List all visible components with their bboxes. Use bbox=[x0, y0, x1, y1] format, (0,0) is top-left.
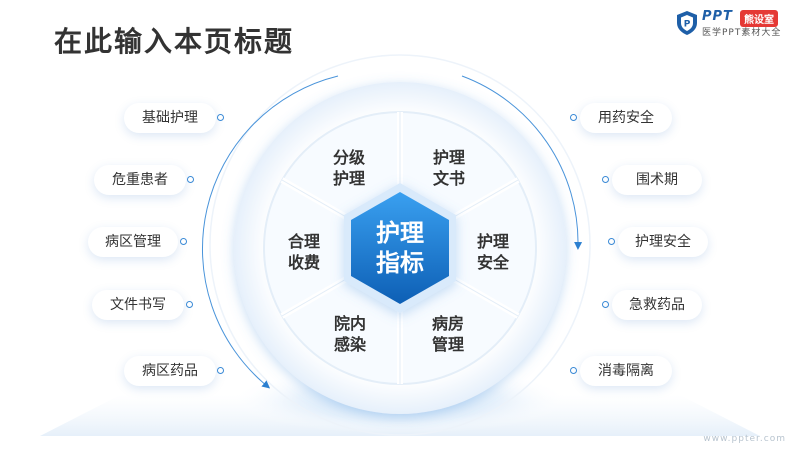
page-title: 在此输入本页标题 bbox=[54, 25, 295, 58]
right-item-huli-anquan: 护理安全 bbox=[618, 227, 708, 257]
connector-dot bbox=[570, 367, 577, 374]
center-hexagon bbox=[351, 192, 449, 304]
left-item-weizhong-huanzhe: 危重患者 bbox=[94, 165, 186, 195]
segment-label-line2: 感染 bbox=[333, 335, 366, 354]
connector-dot bbox=[186, 301, 193, 308]
segment-label-line1: 院内 bbox=[333, 314, 366, 333]
left-item-bingqu-yaopin: 病区药品 bbox=[124, 356, 216, 386]
logo-badge: 熊设室 bbox=[740, 10, 778, 27]
logo-subtitle: 医学PPT素材大全 bbox=[702, 28, 782, 38]
connector-dot bbox=[570, 114, 577, 121]
left-item-wenjian-shuxie: 文件书写 bbox=[92, 290, 184, 320]
right-item-xiaodu-geli: 消毒隔离 bbox=[580, 356, 672, 386]
right-item-yongyao-anquan: 用药安全 bbox=[580, 103, 672, 133]
shield-icon: P bbox=[677, 11, 697, 35]
connector-dot bbox=[602, 176, 609, 183]
segment-huli-anquan: 护理 安全 bbox=[463, 231, 523, 273]
segment-label-line1: 护理 bbox=[476, 232, 509, 251]
segment-fenji-huli: 分级 护理 bbox=[319, 147, 379, 189]
arc-arrow-right bbox=[461, 75, 583, 250]
arc-arrow-left bbox=[202, 75, 339, 389]
segment-huli-wenshu: 护理 文书 bbox=[419, 147, 479, 189]
segment-heli-shoufei: 合理 收费 bbox=[274, 231, 334, 273]
left-item-bingqu-guanli: 病区管理 bbox=[88, 227, 178, 257]
segment-label-line2: 护理 bbox=[332, 169, 365, 188]
connector-dot bbox=[180, 238, 187, 245]
segment-label-line2: 安全 bbox=[476, 253, 509, 272]
segment-label-line1: 合理 bbox=[287, 232, 320, 251]
segment-label-line2: 文书 bbox=[432, 169, 465, 188]
segment-label-line2: 收费 bbox=[287, 253, 320, 272]
segment-bingfang-guanli: 病房 管理 bbox=[418, 313, 478, 355]
center-line2: 指标 bbox=[376, 249, 424, 277]
svg-text:P: P bbox=[684, 20, 691, 30]
connector-dot bbox=[217, 114, 224, 121]
right-item-jijiu-yaopin: 急救药品 bbox=[612, 290, 702, 320]
segment-label-line2: 管理 bbox=[431, 335, 464, 354]
watermark-url: www.ppter.com bbox=[703, 434, 786, 444]
brand-logo: P PPT 熊设室 医学PPT素材大全 bbox=[676, 8, 794, 38]
right-item-weishuqi: 围术期 bbox=[612, 165, 702, 195]
connector-dot bbox=[217, 367, 224, 374]
connector-dot bbox=[602, 301, 609, 308]
connector-dot bbox=[187, 176, 194, 183]
segment-label-line1: 护理 bbox=[432, 148, 465, 167]
center-title: 护理 指标 bbox=[355, 218, 445, 278]
segment-label-line1: 病房 bbox=[431, 314, 464, 333]
connector-dot bbox=[608, 238, 615, 245]
left-item-jichu-huli: 基础护理 bbox=[124, 103, 216, 133]
segment-yuannei-ganran: 院内 感染 bbox=[320, 313, 380, 355]
logo-ppt-text: PPT bbox=[702, 9, 733, 24]
center-line1: 护理 bbox=[376, 219, 424, 247]
segment-label-line1: 分级 bbox=[332, 148, 365, 167]
